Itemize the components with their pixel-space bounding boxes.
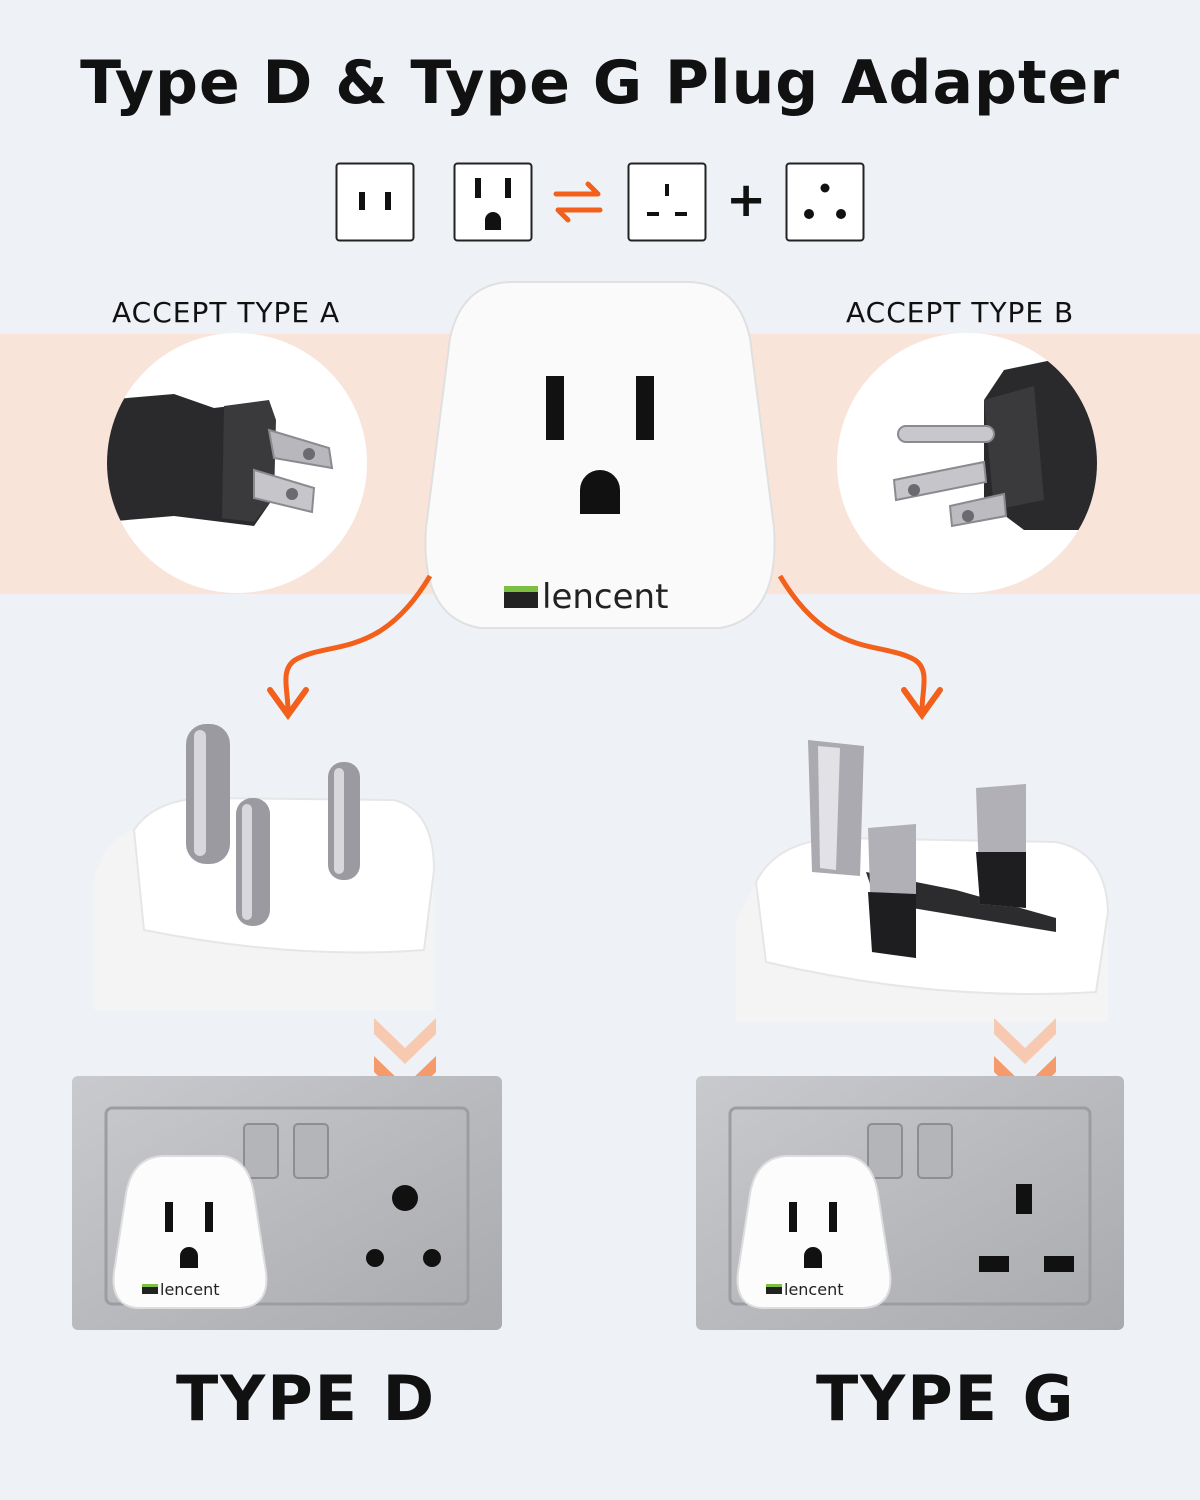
type-b-plug-image	[837, 333, 1097, 593]
arrow-left-icon	[267, 574, 433, 721]
type-d-adapter-brand: lencent	[160, 1280, 219, 1299]
type-a-socket-icon	[335, 162, 415, 242]
type-b-socket-icon	[453, 162, 533, 242]
type-g-adapter-brand: lencent	[784, 1280, 843, 1299]
plus-icon: +	[726, 172, 767, 228]
type-d-wall-socket-image: lencent	[72, 1076, 502, 1330]
type-a-plug-image	[107, 333, 367, 593]
accept-type-b-label: ACCEPT TYPE B	[846, 296, 1075, 329]
type-g-wall-socket-image: lencent	[696, 1076, 1124, 1330]
adapter-front-image: lencent	[424, 281, 776, 629]
page-title: Type D & Type G Plug Adapter	[80, 48, 1120, 118]
type-g-plug-image	[736, 740, 1110, 1022]
type-g-socket-icon	[785, 162, 865, 242]
type-d-socket-icon	[627, 162, 707, 242]
socket-icon-row: +	[0, 160, 1200, 244]
type-d-plug-image	[94, 724, 436, 1010]
arrow-right-icon	[777, 574, 943, 721]
convert-arrows-icon	[553, 181, 603, 223]
type-d-label: TYPE D	[176, 1362, 437, 1435]
accept-type-a-label: ACCEPT TYPE A	[112, 296, 341, 329]
adapter-brand-label: lencent	[542, 577, 668, 617]
type-g-label: TYPE G	[816, 1362, 1076, 1435]
